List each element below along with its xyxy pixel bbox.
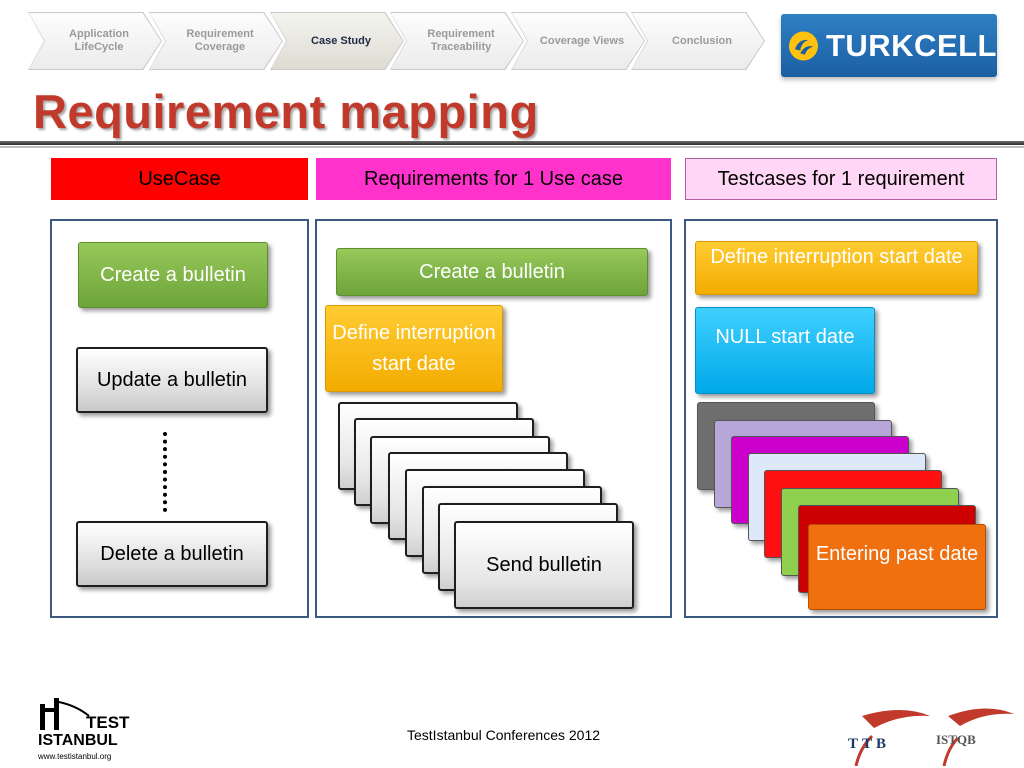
title-divider: [0, 141, 1024, 145]
breadcrumb-item-requirement-coverage[interactable]: Requirement Coverage: [149, 12, 283, 70]
requirement-define-interruption-start-date[interactable]: Define interruption start date: [325, 305, 503, 392]
test-istanbul-url: www.testistanbul.org: [38, 752, 111, 761]
footer-conference-text: TestIstanbul Conferences 2012: [407, 727, 601, 743]
istqb-logo-text: ISTQB: [936, 732, 976, 747]
usecase-update-bulletin[interactable]: Update a bulletin: [76, 347, 268, 413]
testcase-entering-past-date[interactable]: Entering past date: [808, 524, 986, 610]
ttb-logo: TTB: [848, 710, 930, 766]
test-istanbul-logo-line1: TEST: [86, 713, 130, 732]
breadcrumb-item-application-lifecycle[interactable]: Application LifeCycle: [28, 12, 162, 70]
requirement-usecase-create-bulletin[interactable]: Create a bulletin: [336, 248, 648, 296]
turkcell-mark-icon: [788, 31, 818, 60]
breadcrumb-item-coverage-views[interactable]: Coverage Views: [511, 12, 645, 70]
page-title: Requirement mapping: [33, 85, 539, 138]
requirement-send-bulletin[interactable]: Send bulletin: [454, 521, 634, 609]
turkcell-logo: TURKCELL: [781, 14, 997, 77]
test-istanbul-logo-line2: ISTANBUL: [38, 732, 118, 749]
istqb-logo: ISTQB: [936, 708, 1014, 766]
breadcrumb-item-requirement-traceability[interactable]: Requirement Traceability: [390, 12, 524, 70]
header-usecase: UseCase: [51, 158, 308, 200]
title-divider-shadow: [0, 146, 1024, 148]
testcase-requirement-define-interruption[interactable]: Define interruption start date: [695, 241, 978, 295]
usecase-create-bulletin[interactable]: Create a bulletin: [78, 242, 268, 308]
header-testcases: Testcases for 1 requirement: [685, 158, 997, 200]
usecase-delete-bulletin[interactable]: Delete a bulletin: [76, 521, 268, 587]
breadcrumb-item-conclusion[interactable]: Conclusion: [631, 12, 765, 70]
turkcell-wordmark: TURKCELL: [825, 27, 997, 63]
header-requirements: Requirements for 1 Use case: [316, 158, 671, 200]
ttb-logo-text: TTB: [848, 736, 890, 752]
test-istanbul-logo: TEST ISTANBUL www.testistanbul.org: [38, 698, 130, 761]
breadcrumb-item-case-study[interactable]: Case Study: [270, 12, 404, 70]
testcase-null-start-date[interactable]: NULL start date: [695, 307, 875, 394]
ellipsis-dots: [163, 432, 167, 512]
